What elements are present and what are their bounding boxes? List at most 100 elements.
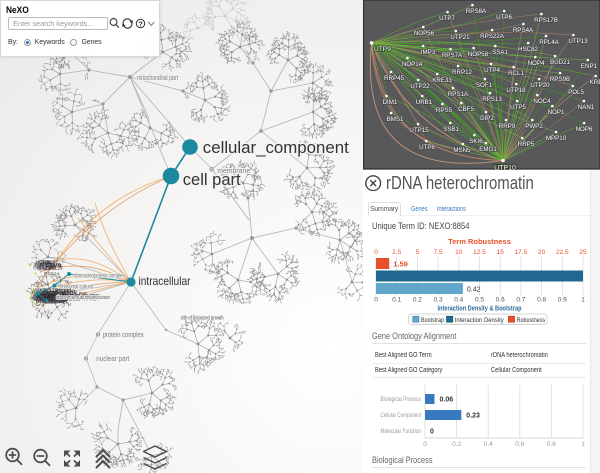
svg-text:RRP45: RRP45 — [384, 75, 405, 82]
svg-text:RPS8A: RPS8A — [466, 8, 487, 15]
svg-text:KRE33: KRE33 — [432, 77, 452, 84]
svg-text:1.59: 1.59 — [393, 260, 408, 269]
svg-text:RPL7A: RPL7A — [42, 260, 56, 265]
svg-text:EBP2: EBP2 — [42, 291, 54, 296]
svg-text:UTP21: UTP21 — [450, 34, 470, 41]
svg-text:UTP6: UTP6 — [68, 294, 80, 299]
svg-text:site of polarized growth: site of polarized growth — [181, 316, 224, 322]
svg-text:NOC4: NOC4 — [533, 98, 551, 105]
svg-text:BUD21: BUD21 — [550, 59, 571, 66]
svg-text:SSB1: SSB1 — [443, 126, 459, 133]
svg-text:Cellular Component: Cellular Component — [381, 412, 422, 419]
svg-text:RPS5: RPS5 — [436, 107, 453, 114]
svg-text:UTP20: UTP20 — [530, 82, 550, 89]
svg-text:0.6: 0.6 — [515, 441, 524, 448]
svg-text:LSG1: LSG1 — [90, 293, 102, 298]
svg-text:UTP6: UTP6 — [51, 297, 63, 302]
svg-text:RPS1A: RPS1A — [44, 271, 61, 277]
svg-text:mitochondrial part: mitochondrial part — [137, 75, 178, 82]
svg-text:ribosomal subunit precursor: ribosomal subunit precursor — [56, 295, 110, 301]
svg-text:NOP4: NOP4 — [528, 60, 545, 67]
svg-text:RPS4A: RPS4A — [513, 27, 534, 34]
svg-text:RRP9: RRP9 — [499, 123, 516, 130]
svg-text:EBP2: EBP2 — [50, 263, 62, 268]
svg-text:RPL16B: RPL16B — [45, 263, 61, 268]
svg-text:UTP15: UTP15 — [409, 127, 429, 134]
svg-text:0.8: 0.8 — [547, 441, 556, 448]
svg-text:UTP21: UTP21 — [40, 297, 54, 302]
svg-text:0.5: 0.5 — [475, 297, 484, 304]
svg-text:0.4: 0.4 — [484, 441, 493, 448]
svg-text:1: 1 — [581, 441, 585, 448]
svg-text:Biological Process: Biological Process — [381, 396, 422, 403]
svg-text:7.5: 7.5 — [434, 249, 443, 256]
svg-text:SSA1: SSA1 — [492, 49, 508, 56]
svg-text:RPL10: RPL10 — [44, 288, 58, 293]
svg-text:0: 0 — [423, 441, 427, 448]
svg-text:NMD3: NMD3 — [63, 294, 76, 299]
svg-text:LSG1: LSG1 — [38, 294, 50, 299]
svg-text:UTP6: UTP6 — [36, 299, 48, 304]
svg-text:MPP10: MPP10 — [546, 135, 567, 142]
svg-text:snoRNA: snoRNA — [43, 294, 59, 299]
svg-text:0.42: 0.42 — [467, 287, 481, 294]
svg-text:5: 5 — [416, 249, 420, 256]
svg-text:UTP4: UTP4 — [484, 67, 500, 74]
svg-text:RLP7: RLP7 — [47, 260, 59, 265]
svg-text:0: 0 — [374, 249, 378, 256]
svg-text:RPL10: RPL10 — [67, 297, 81, 302]
svg-text:nuclear part: nuclear part — [96, 354, 130, 363]
svg-text:UTP22: UTP22 — [410, 83, 430, 90]
svg-text:NOP56: NOP56 — [34, 297, 49, 302]
svg-text:0: 0 — [430, 429, 434, 436]
svg-text:RPP1A: RPP1A — [61, 288, 75, 293]
svg-text:20: 20 — [538, 249, 546, 256]
svg-text:IMP3: IMP3 — [421, 49, 436, 56]
svg-text:UTP7: UTP7 — [439, 15, 455, 22]
svg-text:RPS1A: RPS1A — [448, 91, 469, 98]
svg-text:RPL25: RPL25 — [37, 291, 51, 296]
svg-text:UTP13: UTP13 — [568, 38, 588, 45]
svg-text:0.06: 0.06 — [440, 397, 454, 404]
svg-text:ribosomal subunit: ribosomal subunit — [60, 285, 93, 291]
svg-text:NOP1: NOP1 — [548, 109, 565, 116]
svg-text:UTP10: UTP10 — [494, 165, 516, 170]
svg-text:NOP56: NOP56 — [414, 30, 435, 37]
svg-text:CBF5: CBF5 — [458, 106, 474, 113]
svg-text:RPS1A: RPS1A — [49, 299, 63, 304]
svg-text:RPL4A: RPL4A — [539, 39, 559, 46]
svg-text:UTP8: UTP8 — [419, 144, 435, 151]
svg-text:0.6: 0.6 — [496, 297, 505, 304]
svg-text:RPS22A: RPS22A — [480, 33, 505, 40]
svg-text:RPL7A: RPL7A — [37, 266, 51, 271]
svg-text:90S: 90S — [76, 296, 84, 301]
svg-text:SKI6: SKI6 — [469, 138, 483, 145]
svg-text:EMG1: EMG1 — [479, 146, 497, 153]
svg-text:PWP2: PWP2 — [525, 123, 543, 130]
svg-text:NMD3: NMD3 — [33, 294, 46, 299]
svg-text:NOP6: NOP6 — [576, 126, 593, 133]
svg-text:RPS13: RPS13 — [482, 96, 502, 103]
svg-text:0: 0 — [374, 297, 378, 304]
svg-text:BMS1: BMS1 — [387, 116, 404, 123]
svg-text:RPP1A: RPP1A — [84, 297, 98, 302]
svg-text:Bootstrap: Bootstrap — [421, 317, 444, 324]
svg-text:MAK16: MAK16 — [33, 288, 48, 293]
svg-text:RPS1A: RPS1A — [62, 291, 76, 296]
svg-text:POL5: POL5 — [568, 89, 584, 96]
svg-text:22.5: 22.5 — [556, 249, 569, 256]
svg-text:RPL5A: RPL5A — [34, 282, 50, 288]
svg-text:0.1: 0.1 — [392, 297, 401, 304]
svg-text:0.7: 0.7 — [516, 297, 525, 304]
svg-text:RPS9A: RPS9A — [40, 263, 54, 268]
svg-text:PWP1: PWP1 — [35, 263, 48, 268]
svg-text:RPS17B: RPS17B — [534, 17, 558, 24]
svg-text:UTP6: UTP6 — [47, 291, 59, 296]
svg-text:EBP2: EBP2 — [45, 297, 57, 302]
svg-text:SOF1: SOF1 — [476, 82, 493, 89]
svg-text:Molecular Function: Molecular Function — [381, 428, 422, 435]
svg-text:1: 1 — [581, 297, 585, 304]
svg-text:intracellular: intracellular — [139, 274, 191, 288]
svg-text:0.2: 0.2 — [413, 297, 422, 304]
svg-text:preribosome: preribosome — [74, 293, 99, 298]
